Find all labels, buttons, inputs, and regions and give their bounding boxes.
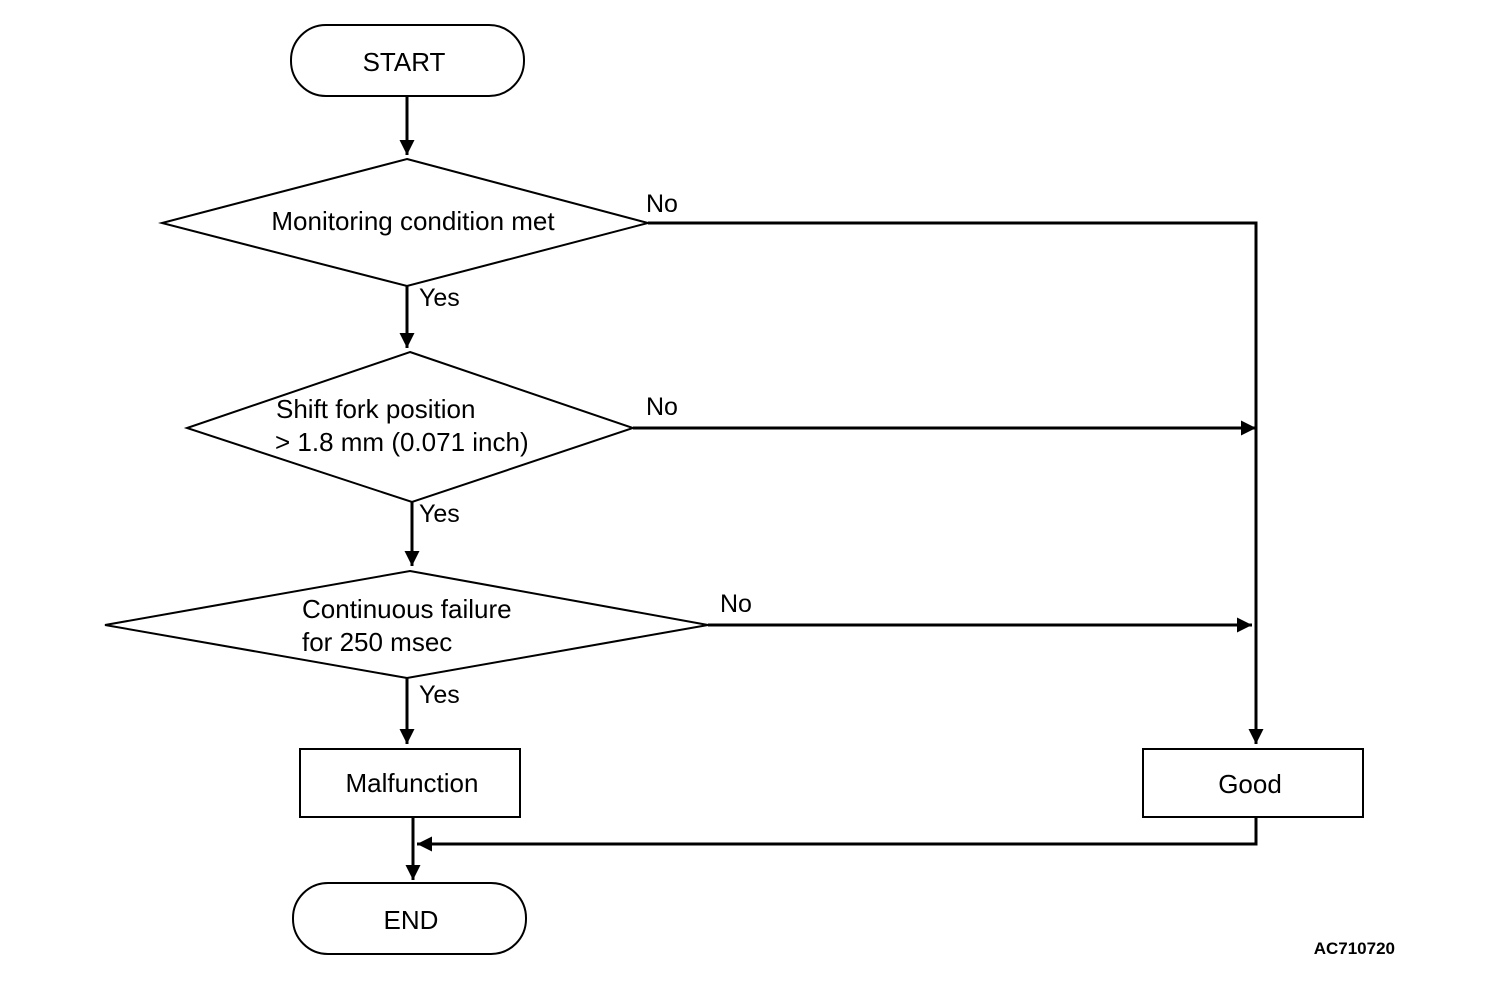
continuous-label-line1: Continuous failure <box>302 594 512 624</box>
figure-code: AC710720 <box>1314 939 1395 958</box>
malfunction-box: Malfunction <box>299 748 521 818</box>
malfunction-label: Malfunction <box>346 768 479 798</box>
shift-label-line1: Shift fork position <box>276 394 475 424</box>
monitoring-no-label: No <box>646 190 678 218</box>
shift-label-line2: > 1.8 mm (0.071 inch) <box>275 427 529 457</box>
monitoring-decision: Monitoring condition met <box>158 157 652 288</box>
continuous-failure-decision: Continuous failure for 250 msec <box>104 569 709 680</box>
monitoring-label: Monitoring condition met <box>271 206 555 236</box>
line-monitoring-no <box>648 221 1264 744</box>
end-label: END <box>384 905 439 935</box>
start-terminal: START <box>290 24 525 97</box>
continuous-label-line2: for 250 msec <box>302 627 452 657</box>
shift-fork-decision: Shift fork position > 1.8 mm (0.071 inch… <box>183 350 637 504</box>
shift-yes-label: Yes <box>419 500 460 528</box>
good-box: Good <box>1142 748 1364 818</box>
shift-no-label: No <box>646 393 678 421</box>
start-label: START <box>363 47 446 77</box>
line-good-to-end <box>417 817 1258 852</box>
good-label: Good <box>1218 769 1282 799</box>
monitoring-yes-label: Yes <box>419 284 460 312</box>
end-terminal: END <box>292 882 527 955</box>
continuous-yes-label: Yes <box>419 681 460 709</box>
continuous-no-label: No <box>720 590 752 618</box>
